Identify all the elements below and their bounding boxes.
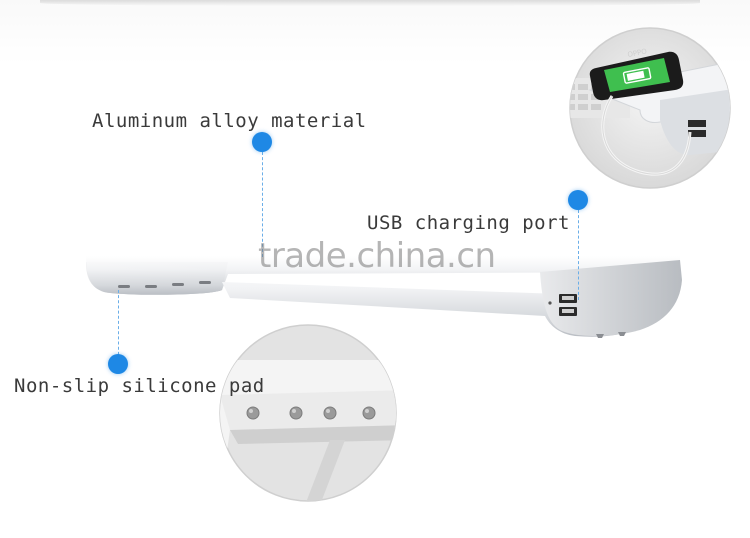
top-shadow-line — [40, 0, 700, 6]
battery-charging-icon — [622, 67, 652, 84]
monitor-stand — [86, 256, 682, 338]
watermark: trade.china.cn — [258, 236, 496, 276]
aluminum-connector-line — [262, 152, 263, 257]
charging-detail-circle: OPPO — [569, 27, 731, 189]
smartphone-icon: OPPO — [589, 47, 684, 101]
pad-connector-line — [118, 290, 119, 360]
usb-connector-line — [578, 210, 579, 300]
usb-port-icon — [548, 294, 577, 316]
phone-brand-text: OPPO — [627, 47, 648, 59]
usb-charging-port-label: USB charging port — [367, 212, 570, 234]
usb-marker-dot — [568, 190, 588, 210]
aluminum-alloy-label: Aluminum alloy material — [92, 110, 367, 132]
aluminum-marker-dot — [252, 132, 272, 152]
non-slip-pad-label: Non-slip silicone pad — [14, 375, 265, 397]
pad-marker-dot — [108, 354, 128, 374]
silicone-pad-detail-circle — [219, 324, 397, 502]
